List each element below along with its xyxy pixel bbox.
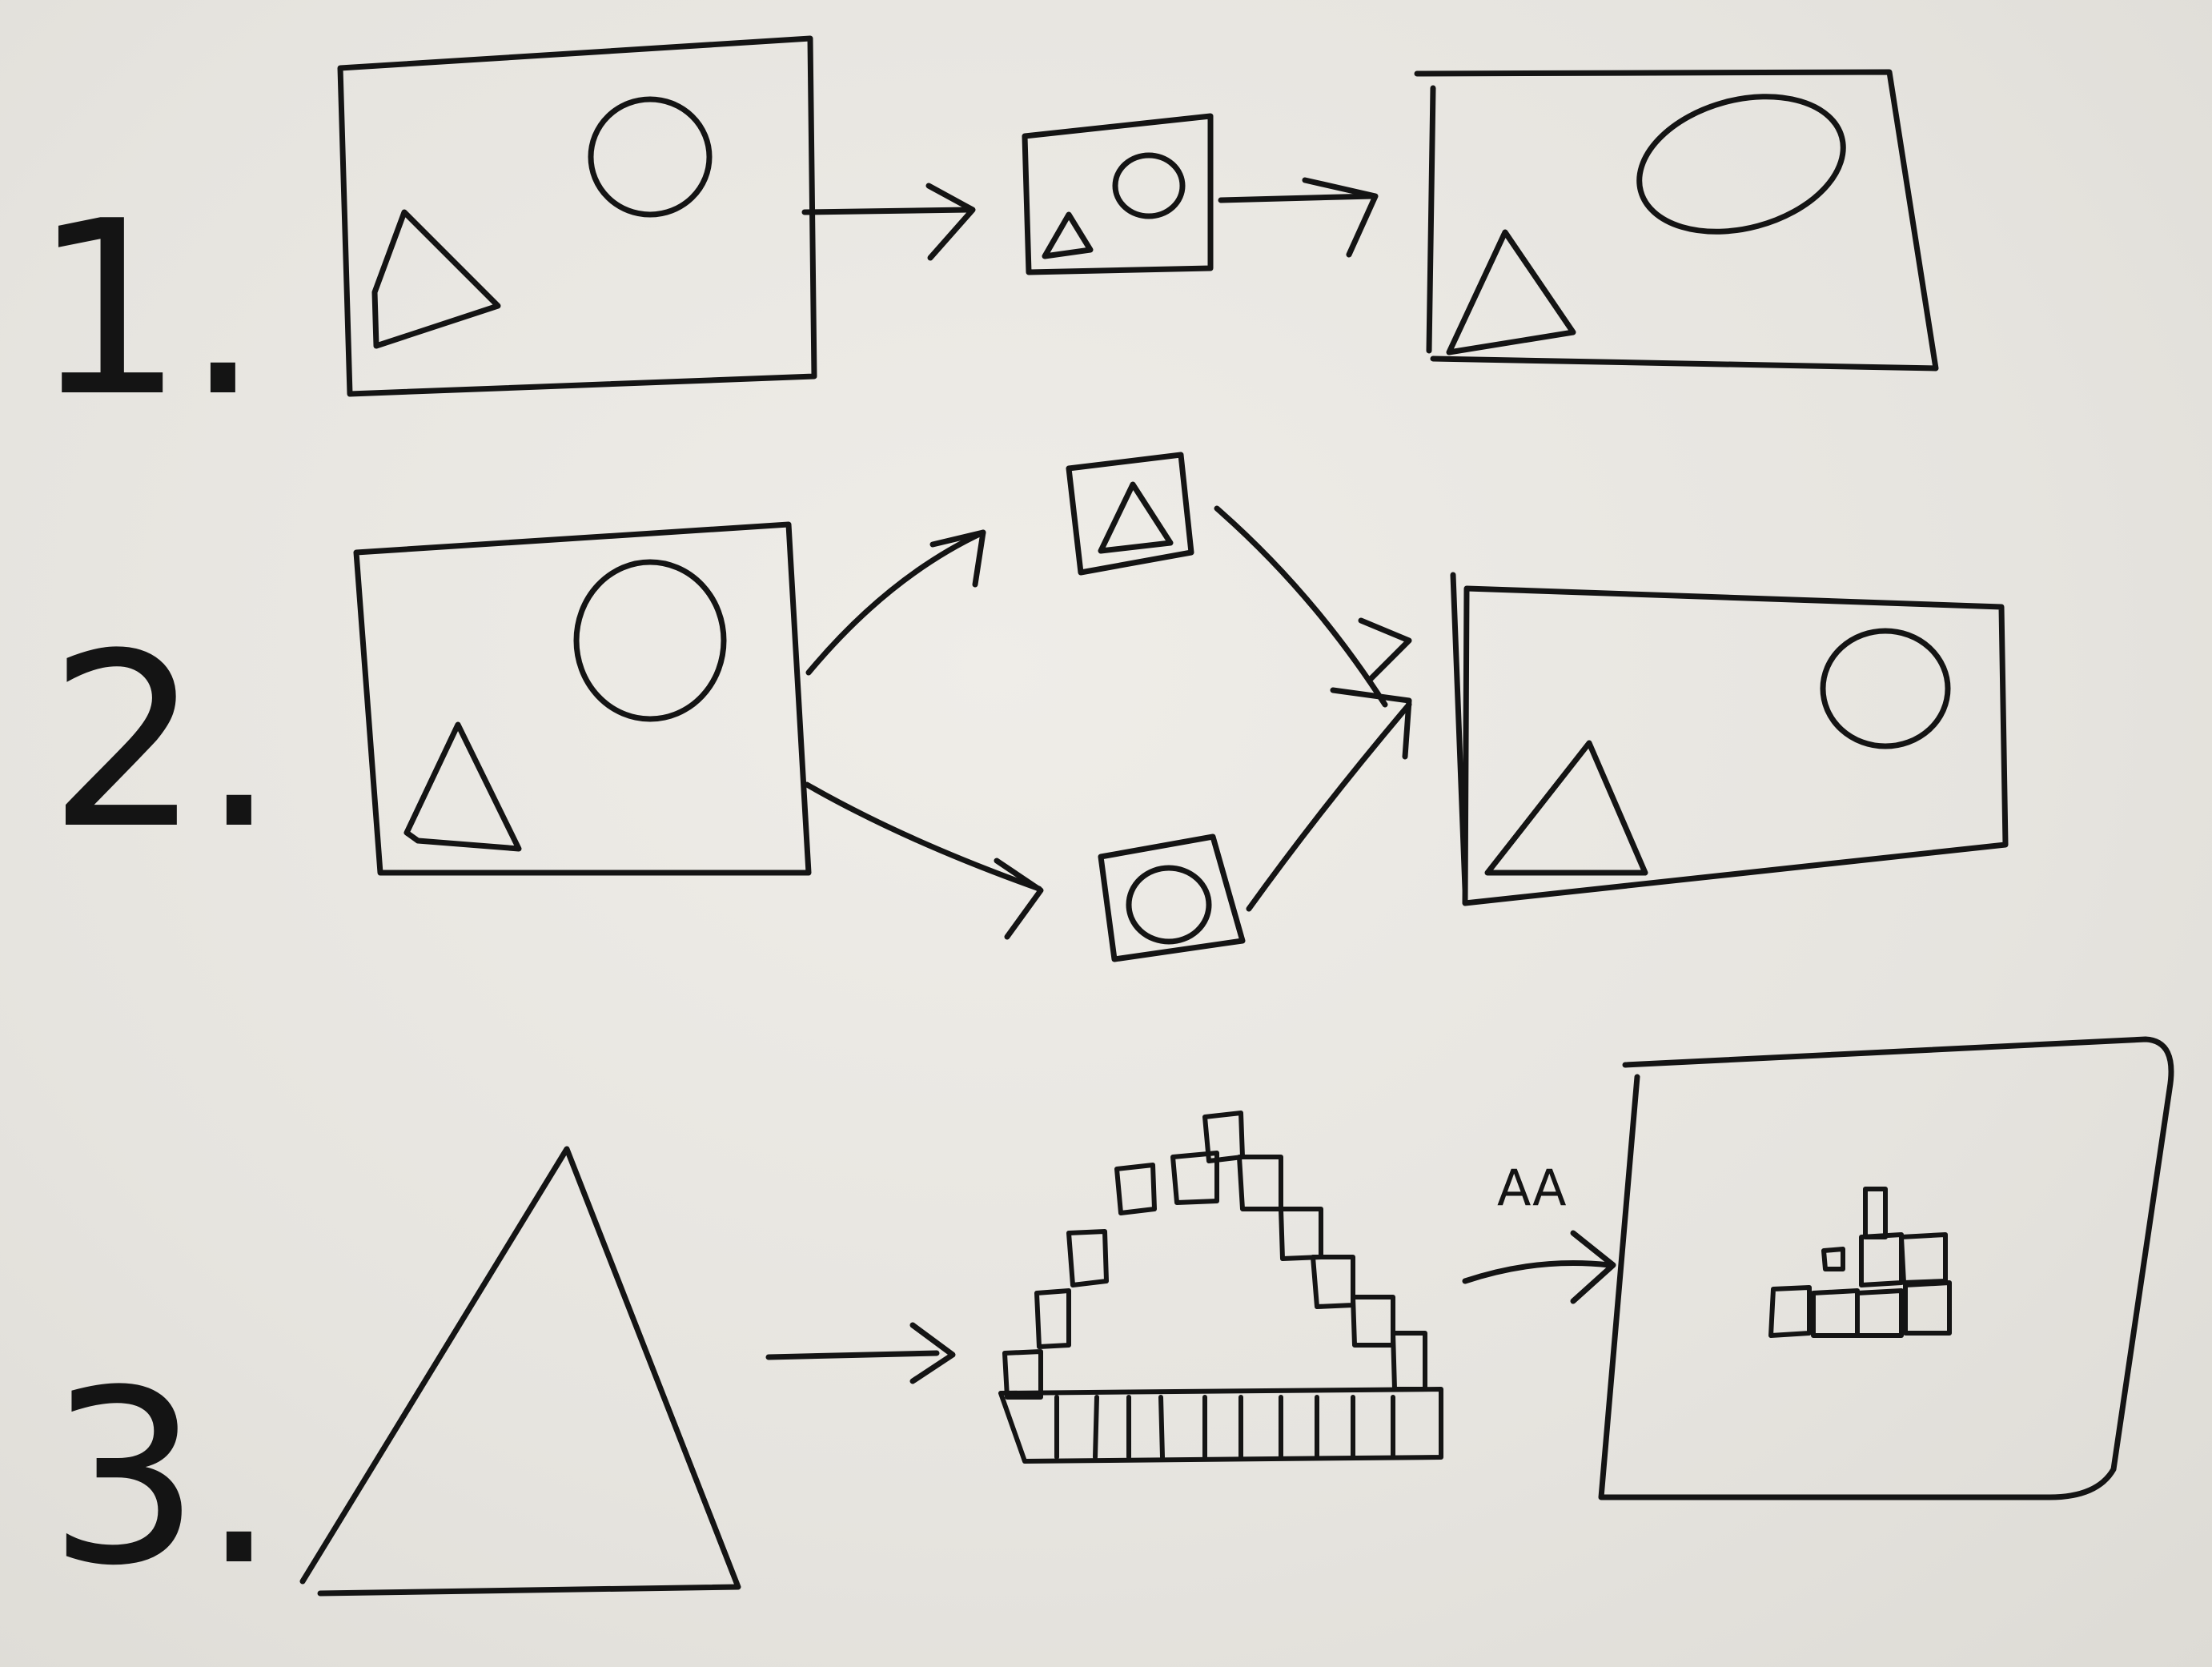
row2-source-triangle: [403, 721, 522, 852]
row1-arrow-2-shaft: [1218, 193, 1376, 203]
row2-arrow-merge-2-head: [1330, 687, 1412, 760]
row2-arrow-down-head: [994, 858, 1044, 940]
row2-part-triangle: [1098, 481, 1174, 554]
row2-output-frame: [1450, 572, 2009, 906]
row1-arrow-1-shaft: [801, 207, 972, 215]
row1-output-triangle: [1446, 229, 1576, 355]
row2-triangle-part: [1066, 452, 1194, 576]
row2-circle-part: [1098, 834, 1246, 962]
row-1: [337, 35, 1939, 397]
row2-output-triangle: [1484, 740, 1648, 876]
step-1-label: 1.: [32, 170, 261, 449]
aa-annotation: AA: [1497, 1159, 1567, 1217]
row1-source-frame: [337, 35, 817, 397]
row3-arrow-2-head: [1570, 1230, 1616, 1304]
row3-pixel-triangle: [998, 1111, 1443, 1464]
row3-arrow-1-head: [909, 1322, 956, 1384]
row1-source-circle: [588, 96, 713, 218]
row2-arrow-up-shaft: [805, 529, 986, 676]
row3-output-frame: [1598, 1036, 2174, 1500]
row2-source-circle: [573, 559, 727, 722]
row1-small-circle: [1112, 152, 1186, 219]
row1-small-frame: [1022, 113, 1214, 275]
row-2: [353, 452, 2009, 962]
row1-arrow-2-head: [1302, 177, 1379, 258]
row2-source-frame: [353, 521, 812, 876]
row3-arrow-2-shaft: [1462, 1260, 1612, 1284]
row3-large-triangle: [299, 1146, 741, 1597]
row1-output-frame: [1414, 69, 1939, 372]
row2-arrow-merge-2-shaft: [1246, 701, 1412, 912]
row1-output-circle: [1636, 94, 1846, 235]
row2-arrow-up-head: [929, 529, 986, 588]
row1-source-triangle: [371, 209, 501, 349]
row2-output-circle: [1820, 628, 1951, 749]
step-3-label: 3.: [48, 1339, 277, 1618]
row2-arrow-merge-1-head: [1358, 617, 1412, 684]
row3-arrow-1-shaft: [765, 1350, 940, 1360]
row-3: AA: [299, 1036, 2174, 1597]
row3-output-pixel-triangle: [1768, 1187, 1952, 1338]
row1-small-triangle: [1042, 211, 1094, 259]
row2-arrow-merge-1-shaft: [1214, 505, 1388, 708]
row1-arrow-1-head: [925, 183, 976, 261]
row2-part-circle: [1126, 865, 1212, 945]
step-2-label: 2.: [48, 602, 277, 882]
row2-arrow-down-shaft: [804, 781, 1042, 892]
